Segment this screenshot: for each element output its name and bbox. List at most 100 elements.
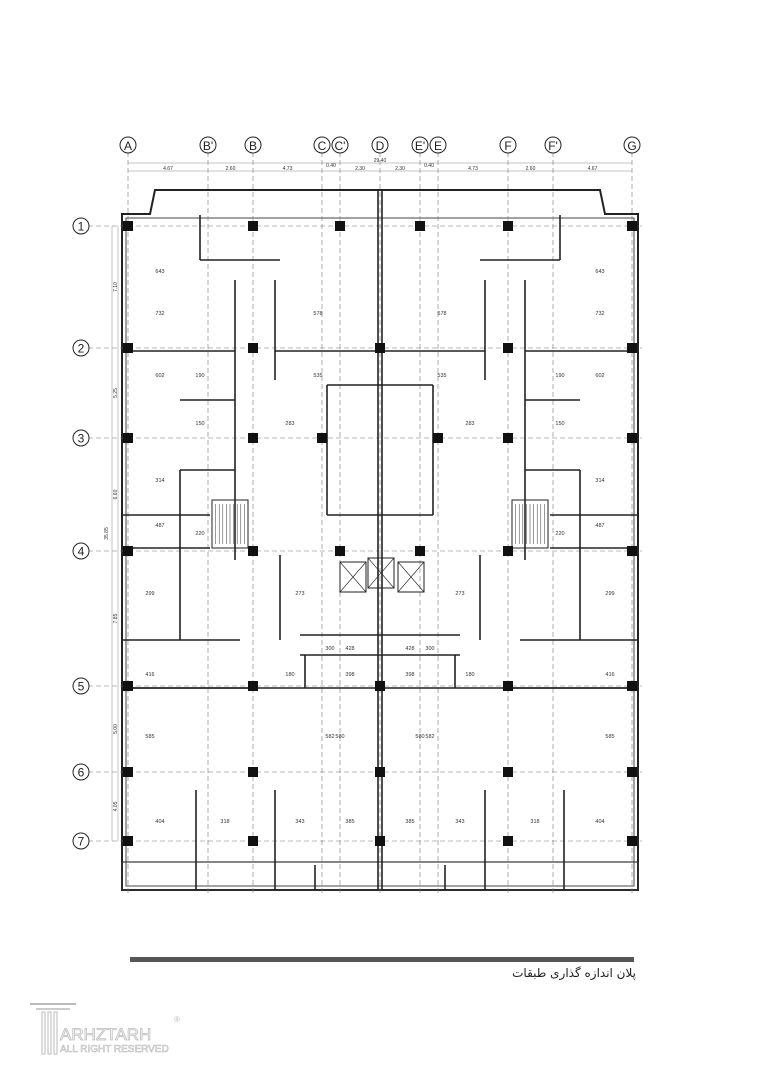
grid-bubble (429, 136, 447, 154)
dimension-span-left: 6.60 (113, 489, 119, 499)
structural-column (375, 767, 385, 777)
room-dimension-mirror: 385 (405, 819, 414, 825)
room-dimension: 318 (220, 819, 229, 825)
room-dimension-mirror: 404 (595, 819, 604, 825)
room-dimension: 416 (145, 672, 154, 678)
elevator-shaft (367, 557, 395, 589)
room-dimension-mirror: 398 (405, 672, 414, 678)
room-dimension: 732 (155, 311, 164, 317)
structural-column (627, 433, 637, 443)
dimension-span-top: 2.30 (355, 166, 365, 172)
outer-wall (121, 189, 639, 891)
structural-column (627, 836, 637, 846)
dimension-span-top: 2.60 (526, 166, 536, 172)
grid-bubble (72, 542, 90, 560)
elevator-cross (397, 561, 425, 593)
room-dimension-mirror: 180 (465, 672, 474, 678)
structural-column (503, 767, 513, 777)
structural-column (503, 433, 513, 443)
room-dimension-mirror: 300 (425, 646, 434, 652)
room-dimension-mirror: 535 (437, 373, 446, 379)
room-dimension-mirror: 150 (555, 421, 564, 427)
grid-label-row: 3 (78, 432, 85, 446)
dimension-span-left: 7.85 (113, 613, 119, 623)
room-dimension: 150 (195, 421, 204, 427)
structural-column (627, 767, 637, 777)
dimension-span-left: 4.05 (113, 801, 119, 811)
room-dimension: 398 (345, 672, 354, 678)
grid-bubble (411, 136, 429, 154)
grid-label-row: 1 (78, 220, 85, 234)
grid-bubble (199, 136, 217, 154)
room-dimension-mirror: 283 (465, 421, 474, 427)
grid-label-column: F' (548, 139, 558, 153)
structural-column (248, 546, 258, 556)
grid-label-row: 2 (78, 342, 85, 356)
grid-bubble (331, 136, 349, 154)
room-dimension: 273 (295, 591, 304, 597)
grid-label-column: B (249, 139, 257, 153)
dimension-span-left: 7.10 (113, 282, 119, 292)
grid-bubble (623, 136, 641, 154)
room-dimension: 428 (345, 646, 354, 652)
dimension-total-top: 29.40 (374, 158, 387, 164)
structural-column (375, 681, 385, 691)
room-dimension-mirror: 318 (530, 819, 539, 825)
dimension-span-top: 0.40 (326, 163, 336, 169)
structural-column (248, 767, 258, 777)
structural-column (248, 681, 258, 691)
structural-column (123, 767, 133, 777)
room-dimension: 585 (145, 734, 154, 740)
room-dimension: 299 (145, 591, 154, 597)
grid-label-column: C' (335, 139, 346, 153)
room-dimension: 487 (155, 523, 164, 529)
dimension-span-left: 5.25 (113, 388, 119, 398)
grid-label-row: 5 (78, 680, 85, 694)
structural-column (503, 681, 513, 691)
grid-bubble (244, 136, 262, 154)
grid-label-column: B' (203, 139, 213, 153)
title-bar (130, 957, 634, 962)
structural-column (503, 221, 513, 231)
grid-bubble (544, 136, 562, 154)
grid-label-row: 7 (78, 835, 85, 849)
elevator-shaft (397, 561, 425, 593)
arhztarh-logo: ARHZTARH ALL RIGHT RESERVED ® (30, 1003, 180, 1055)
dimension-span-left: 5.00 (113, 724, 119, 734)
room-dimension-mirror: 190 (555, 373, 564, 379)
structural-column (248, 343, 258, 353)
structural-column (123, 433, 133, 443)
room-dimension: 343 (295, 819, 304, 825)
structural-column (627, 221, 637, 231)
grid-label-column: E' (415, 139, 425, 153)
room-dimension: 314 (155, 478, 164, 484)
room-dimension-mirror: 220 (555, 531, 564, 537)
room-dimension-mirror: 585 (605, 734, 614, 740)
grid-bubble (72, 763, 90, 781)
dimension-span-top: 2.60 (226, 166, 236, 172)
structural-column (627, 546, 637, 556)
grid-bubble (72, 217, 90, 235)
grid-label-column: C (318, 139, 327, 153)
grid-bubble (313, 136, 331, 154)
structural-column (248, 433, 258, 443)
grid-bubble (72, 339, 90, 357)
structural-column (627, 681, 637, 691)
grid-label-column: D (376, 139, 385, 153)
elevator-cross (339, 561, 367, 593)
grid-label-column: E (434, 139, 442, 153)
structural-column (375, 836, 385, 846)
room-dimension-mirror: 643 (595, 269, 604, 275)
structural-column (123, 836, 133, 846)
room-dimension: 582 (325, 734, 334, 740)
room-dimension: 283 (285, 421, 294, 427)
grid-bubble (72, 429, 90, 447)
structural-column (123, 221, 133, 231)
room-dimension-mirror: 602 (595, 373, 604, 379)
room-dimension: 385 (345, 819, 354, 825)
room-dimension: 180 (285, 672, 294, 678)
structural-column (335, 546, 345, 556)
room-dimension-mirror: 580 (335, 734, 344, 740)
structural-column (627, 343, 637, 353)
